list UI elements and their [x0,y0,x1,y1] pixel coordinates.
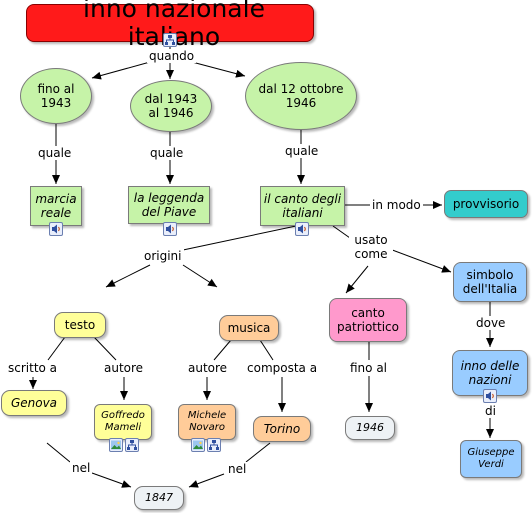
concept-provvisorio[interactable]: provvisorio [444,190,528,218]
link-label-dove: dove [474,316,508,330]
concept-inno-delle-nazioni[interactable]: inno delle nazioni [452,350,528,396]
concept-leggenda-del-piave[interactable]: la leggenda del Piave [128,186,210,224]
concept-genova[interactable]: Genova [1,390,67,416]
link-label-scritto-a: scritto a [6,361,60,375]
concept-testo[interactable]: testo [54,312,106,338]
concept-goffredo-mameli[interactable]: Goffredo Mameli [94,404,152,440]
link-label-in-modo: in modo [370,198,423,212]
concept-fino-al-1943[interactable]: fino al 1943 [20,68,92,124]
concept-canto-degli-italiani[interactable]: il canto degli italiani [260,186,345,226]
concept-michele-novaro[interactable]: Michele Novaro [178,404,236,440]
link-label-composta-a: composta a [245,361,320,375]
link-label-quale: quale [36,146,74,160]
concept-map-icon[interactable] [163,33,177,47]
concept-torino[interactable]: Torino [253,416,311,442]
concept-map-icon[interactable] [207,438,221,452]
concept-canto-patriottico[interactable]: canto patriottico [329,298,407,342]
concept-simbolo-dell-italia[interactable]: simbolo dell'Italia [453,262,527,302]
link-label-autore: autore [186,361,230,375]
link-label-fino-al: fino al [348,361,390,375]
link-label-origini: origini [142,249,184,263]
concept-1847[interactable]: 1847 [134,486,184,510]
link-label-usato-come: usato come [349,233,393,261]
title-text: inno nazionale italiano [83,0,265,51]
link-label-nel: nel [70,461,93,475]
link-label-quale: quale [283,144,321,158]
link-label-nel: nel [226,462,249,476]
concept-dal-12-ottobre-1946[interactable]: dal 12 ottobre 1946 [245,62,357,130]
link-label-autore: autore [102,361,146,375]
concept-dal-1943-al-1946[interactable]: dal 1943 al 1946 [130,80,212,132]
link-label-quale: quale [148,146,186,160]
image-icon[interactable] [191,438,205,452]
audio-speaker-icon[interactable] [295,222,309,236]
concept-map-icon[interactable] [125,438,139,452]
concept-musica[interactable]: musica [219,315,279,341]
link-label-quando: quando [147,49,197,63]
audio-speaker-icon[interactable] [49,222,63,236]
audio-speaker-icon[interactable] [483,389,497,403]
audio-speaker-icon[interactable] [163,222,177,236]
concept-1946[interactable]: 1946 [345,416,395,440]
concept-marcia-reale[interactable]: marcia reale [30,186,82,226]
image-icon[interactable] [109,438,123,452]
link-label-di: di [483,404,498,418]
concept-giuseppe-verdi[interactable]: Giuseppe Verdi [460,440,522,478]
